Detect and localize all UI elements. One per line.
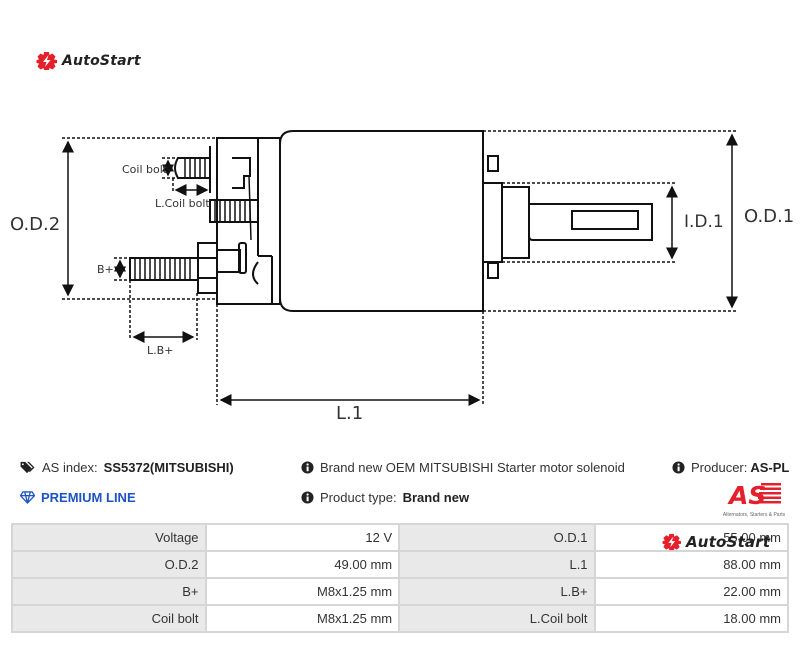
l1-label: L.1 — [336, 403, 363, 424]
premium-line-label: PREMIUM LINE — [41, 490, 136, 505]
solenoid-body — [279, 130, 484, 312]
spec-key: Coil bolt — [11, 604, 207, 633]
b-plus-label: B+ — [97, 263, 114, 276]
as-index-value: SS5372(MITSUBISHI) — [103, 460, 234, 475]
autostart-gear-icon — [36, 52, 57, 70]
l-coil-bolt-label: L.Coil bolt — [155, 197, 210, 210]
brand-name: AutoStart — [686, 533, 771, 551]
description: Brand new OEM MITSUBISHI Starter motor s… — [301, 460, 625, 475]
table-row: Coil bolt M8x1.25 mm L.Coil bolt 18.00 m… — [11, 604, 790, 633]
tags-icon — [20, 461, 35, 474]
spec-value: 22.00 mm — [593, 577, 790, 606]
spec-value: 49.00 mm — [204, 550, 401, 579]
spec-key: L.B+ — [398, 577, 596, 606]
autostart-watermark: AutoStart — [662, 533, 770, 551]
l-b-plus-label: L.B+ — [147, 344, 173, 357]
product-type: Product type: Brand new — [301, 490, 469, 505]
spec-value: 12 V — [204, 523, 401, 552]
info-icon — [301, 491, 314, 504]
solenoid-diagram: O.D.2 O.D.1 I.D.1 L.1 Coil bolt L.Coil b… — [10, 130, 794, 424]
spec-key: O.D.2 — [11, 550, 207, 579]
spec-key: B+ — [11, 577, 207, 606]
svg-text:AS: AS — [727, 481, 766, 507]
spec-value: M8x1.25 mm — [204, 604, 401, 633]
description-text: Brand new OEM MITSUBISHI Starter motor s… — [320, 460, 625, 475]
premium-line: PREMIUM LINE — [20, 490, 136, 505]
coil-bolt-label: Coil bolt — [122, 163, 168, 176]
spec-value: M8x1.25 mm — [204, 577, 401, 606]
spec-key: L.Coil bolt — [398, 604, 596, 633]
as-logo-mark: AS — [727, 481, 781, 510]
autostart-logo: AutoStart — [36, 51, 141, 71]
id1-label: I.D.1 — [684, 212, 724, 232]
b-plus-stud — [129, 257, 199, 281]
producer: Producer: AS-PL — [672, 460, 789, 475]
spec-value: 88.00 mm — [593, 550, 790, 579]
b-plus-nut — [197, 242, 218, 294]
as-logo-subtitle: Alternators, Starters & Parts — [722, 512, 786, 518]
spec-key: O.D.1 — [398, 523, 596, 552]
spec-value: 18.00 mm — [593, 604, 790, 633]
diamond-icon — [20, 491, 35, 504]
spec-key: Voltage — [11, 523, 207, 552]
product-type-label: Product type: — [320, 490, 397, 505]
od1-label: O.D.1 — [744, 206, 794, 227]
coil-bolt-terminal — [209, 199, 259, 223]
producer-label: Producer: — [691, 460, 748, 475]
table-row: B+ M8x1.25 mm L.B+ 22.00 mm — [11, 577, 790, 606]
table-row: O.D.2 49.00 mm L.1 88.00 mm — [11, 550, 790, 579]
spec-key: L.1 — [398, 550, 596, 579]
table-row: Voltage 12 V O.D.1 55.00 mm — [11, 523, 790, 552]
info-icon — [301, 461, 314, 474]
producer-value: AS-PL — [750, 460, 790, 475]
autostart-gear-icon — [662, 533, 681, 551]
as-index-label: AS index: — [42, 460, 98, 475]
spec-value: 55.00 mm — [593, 523, 790, 552]
as-pl-logo: AS Alternators, Starters & Parts — [714, 481, 794, 518]
as-index: AS index: SS5372(MITSUBISHI) — [20, 460, 234, 475]
specs-table: Voltage 12 V O.D.1 55.00 mm O.D.2 49.00 … — [11, 523, 790, 633]
info-icon — [672, 461, 685, 474]
od2-label: O.D.2 — [10, 214, 60, 235]
brand-name: AutoStart — [62, 53, 141, 69]
product-type-value: Brand new — [402, 490, 470, 505]
